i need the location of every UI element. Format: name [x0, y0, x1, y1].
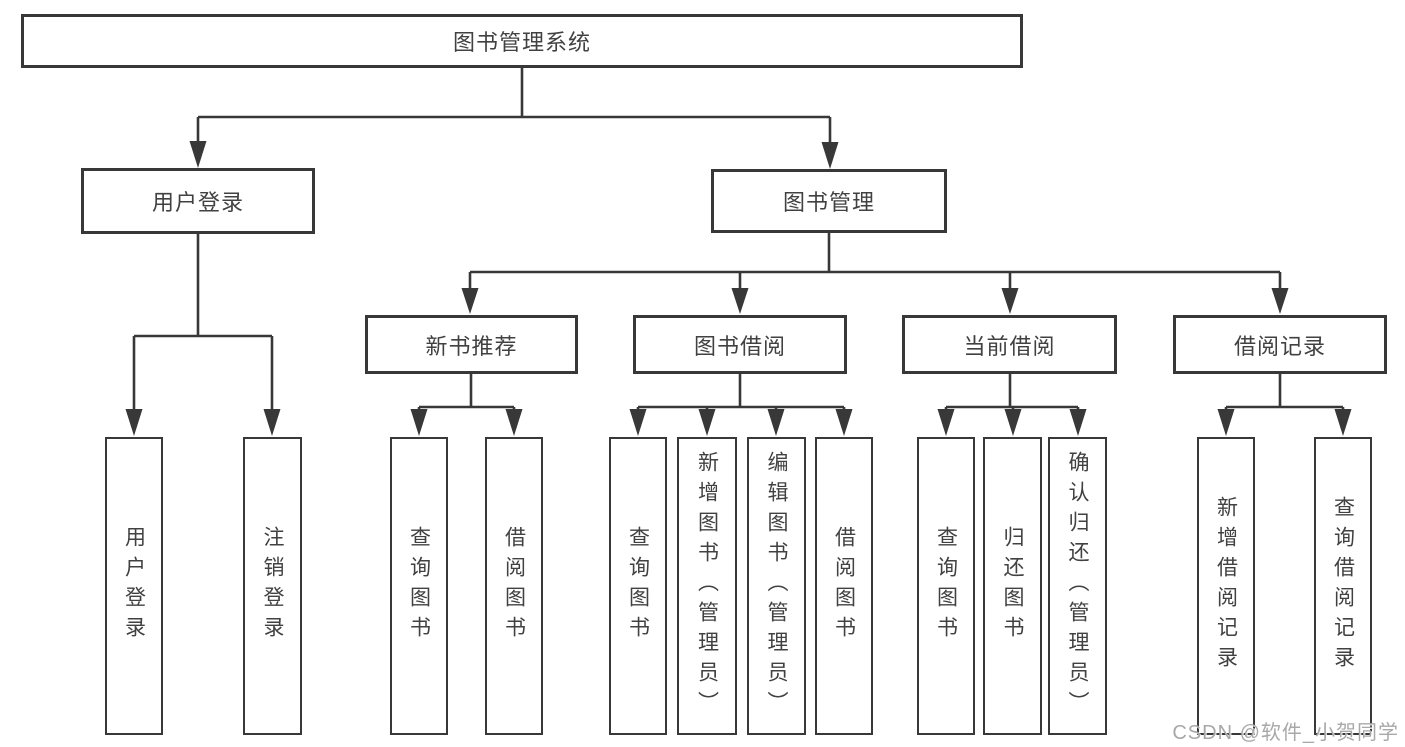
connector-new-book-recommend-to-leaves: [410, 374, 523, 436]
leaf-label: 查询图书: [626, 526, 650, 646]
leaf-label: 查询借阅记录: [1331, 496, 1355, 676]
node-book-borrowing: 图书借阅: [633, 315, 847, 374]
leaf-query-books-1: 查询图书: [390, 437, 448, 735]
leaf-query-books-2: 查询图书: [609, 437, 667, 735]
leaf-user-login: 用户登录: [105, 437, 163, 735]
connector-book-borrowing-to-leaves: [629, 374, 853, 436]
node-label: 借阅记录: [1233, 333, 1326, 359]
leaf-add-books-admin: 新增图书（管理员）: [677, 437, 737, 735]
node-label: 图书管理系统: [452, 30, 591, 55]
leaf-borrow-books-2: 借阅图书: [815, 437, 873, 735]
leaf-return-books: 归还图书: [983, 437, 1042, 735]
leaf-logout: 注销登录: [243, 437, 302, 735]
node-book-management: 图书管理: [711, 169, 947, 233]
leaf-label: 归还图书: [1001, 526, 1024, 646]
node-library-management-system: 图书管理系统: [21, 14, 1023, 68]
node-label: 当前借阅: [963, 333, 1056, 359]
node-borrowing-records: 借阅记录: [1173, 315, 1387, 374]
node-new-book-recommendation: 新书推荐: [365, 315, 578, 374]
leaf-edit-books-admin: 编辑图书（管理员）: [747, 437, 806, 735]
leaf-add-borrow-record: 新增借阅记录: [1197, 437, 1255, 735]
leaf-borrow-books-1: 借阅图书: [485, 437, 543, 735]
leaf-label: 用户登录: [122, 526, 146, 646]
leaf-label: 注销登录: [261, 526, 284, 646]
leaf-label: 借阅图书: [832, 526, 856, 646]
leaf-label: 查询图书: [934, 526, 958, 646]
connector-book-management-to-level3: [461, 233, 1289, 314]
leaf-label: 编辑图书（管理员）: [765, 451, 788, 721]
leaf-label: 新增图书（管理员）: [695, 451, 719, 721]
leaf-label: 借阅图书: [502, 526, 526, 646]
leaf-label: 新增借阅记录: [1214, 496, 1238, 676]
csdn-watermark: CSDN @软件_小贺同学: [1172, 722, 1399, 744]
leaf-label: 查询图书: [407, 526, 431, 646]
node-label: 图书借阅: [693, 333, 786, 359]
node-label: 图书管理: [782, 190, 875, 215]
node-user-login: 用户登录: [81, 168, 315, 234]
connector-borrowing-records-to-leaves: [1217, 374, 1352, 436]
leaf-label: 确认归还（管理员）: [1066, 451, 1089, 721]
connector-current-borrowing-to-leaves: [937, 374, 1087, 436]
connector-root-to-level2: [189, 68, 839, 169]
leaf-query-books-3: 查询图书: [917, 437, 975, 735]
node-current-borrowing: 当前借阅: [902, 315, 1117, 374]
connector-user-login-to-leaves: [125, 234, 281, 436]
leaf-confirm-return-admin: 确认归还（管理员）: [1048, 437, 1107, 735]
node-label: 用户登录: [151, 190, 244, 215]
leaf-query-borrow-record: 查询借阅记录: [1314, 437, 1372, 735]
node-label: 新书推荐: [425, 333, 518, 359]
